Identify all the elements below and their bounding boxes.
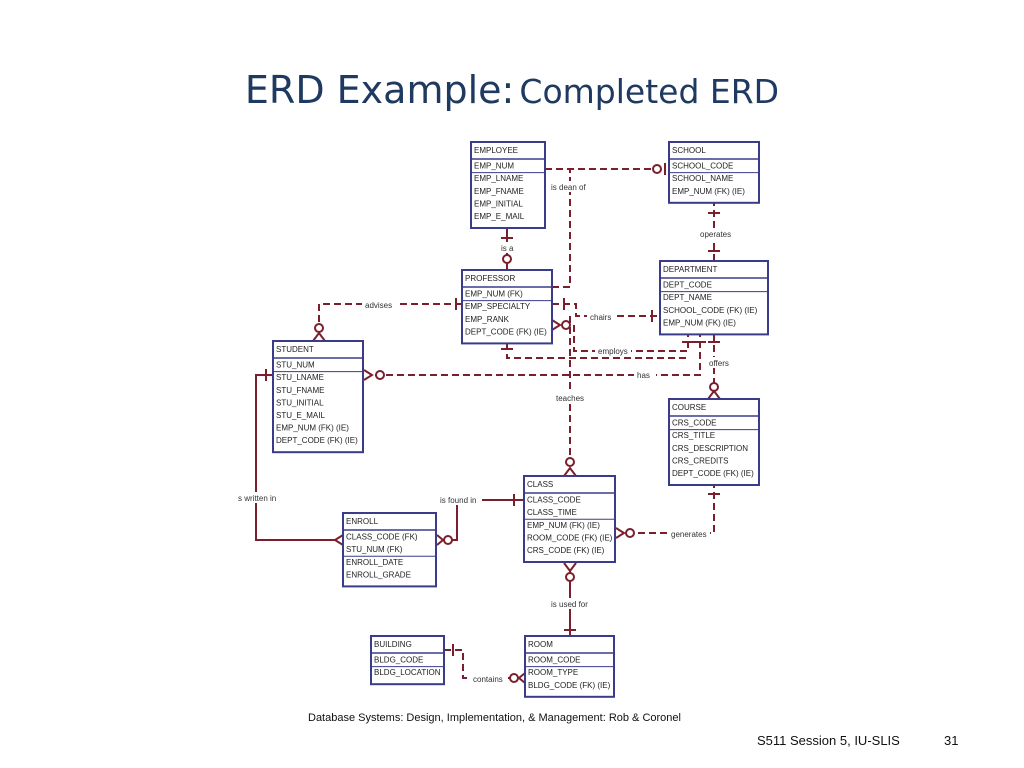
entity-enroll-attr: ENROLL_DATE	[346, 558, 403, 567]
slide-title: ERD Example: Completed ERD	[0, 68, 1024, 112]
entity-building-attr: BLDG_LOCATION	[374, 668, 441, 677]
relationship-labels: is dean of is a operates advises chairs …	[236, 181, 734, 684]
entity-department-name: DEPARTMENT	[663, 265, 717, 274]
entity-room-name: ROOM	[528, 640, 553, 649]
entity-class-attr: EMP_NUM (FK) (IE)	[527, 521, 600, 530]
entity-student: STUDENT STU_NUM STU_LNAME STU_FNAME STU_INIT…	[272, 340, 364, 454]
entity-professor-attr: DEPT_CODE (FK) (IE)	[465, 327, 547, 336]
entity-room: ROOM ROOM_CODE ROOM_TYPE BLDG_CODE (FK) (IE…	[524, 635, 615, 698]
entity-student-name: STUDENT	[276, 345, 314, 354]
entity-class-attr: CLASS_CODE	[527, 496, 581, 505]
entity-building: BUILDING BLDG_CODE BLDG_LOCATION	[370, 635, 445, 686]
slide-title-sub: Completed ERD	[519, 72, 780, 111]
entity-class-attr: CLASS_TIME	[527, 508, 577, 517]
entity-course-attr: DEPT_CODE (FK) (IE)	[672, 469, 754, 478]
footer-source-citation: Database Systems: Design, Implementation…	[308, 712, 681, 724]
entity-room-attr: ROOM_CODE	[528, 656, 580, 665]
entity-course-attr: CRS_CODE	[672, 419, 716, 428]
entity-employee: EMPLOYEE EMP_NUM EMP_LNAME EMP_FNAME EMP_INI…	[470, 141, 546, 229]
page-number: 31	[944, 733, 959, 748]
rel-label-is-a: is a	[501, 244, 514, 253]
entity-school-attr: SCHOOL_NAME	[672, 174, 733, 183]
rel-label-has: has	[637, 371, 650, 380]
entity-professor: PROFESSOR EMP_NUM (FK) EMP_SPECIALTY EMP_RA…	[461, 269, 553, 345]
entity-school-name: SCHOOL	[672, 146, 706, 155]
entity-school-attr: SCHOOL_CODE	[672, 162, 733, 171]
rel-label-is-used-for: is used for	[551, 600, 588, 609]
entity-department-attr: SCHOOL_CODE (FK) (IE)	[663, 306, 758, 315]
entity-class: CLASS CLASS_CODE CLASS_TIME EMP_NUM (FK) (I…	[523, 475, 616, 563]
entity-student-attr: STU_E_MAIL	[276, 411, 325, 420]
entity-enroll-attr: STU_NUM (FK)	[346, 545, 403, 554]
entity-building-attr: BLDG_CODE	[374, 656, 423, 665]
entity-student-attr: STU_LNAME	[276, 373, 324, 382]
entity-professor-attr: EMP_SPECIALTY	[465, 302, 531, 311]
entity-employee-attr: EMP_LNAME	[474, 174, 523, 183]
rel-label-operates: operates	[700, 230, 731, 239]
entity-course-attr: CRS_CREDITS	[672, 456, 728, 465]
entity-professor-name: PROFESSOR	[465, 274, 515, 283]
entity-department-attr: DEPT_NAME	[663, 293, 712, 302]
entity-enroll-attr: CLASS_CODE (FK)	[346, 533, 418, 542]
cardinality-markers	[265, 163, 721, 684]
entity-building-name: BUILDING	[374, 640, 412, 649]
entity-enroll-name: ENROLL	[346, 517, 379, 526]
rel-label-offers: offers	[709, 359, 729, 368]
entity-student-attr: STU_FNAME	[276, 386, 324, 395]
entity-professor-attr: EMP_RANK	[465, 315, 510, 324]
entity-employee-name: EMPLOYEE	[474, 146, 518, 155]
entity-school: SCHOOL SCHOOL_CODE SCHOOL_NAME EMP_NUM (FK)…	[668, 141, 760, 204]
footer-session-label: S511 Session 5, IU-SLIS	[757, 733, 900, 748]
entity-room-attr: ROOM_TYPE	[528, 668, 578, 677]
rel-label-is-found-in: is found in	[440, 496, 476, 505]
entity-course: COURSE CRS_CODE CRS_TITLE CRS_DESCRIPTION CR…	[668, 398, 760, 486]
entity-department-attr: EMP_NUM (FK) (IE)	[663, 318, 736, 327]
entity-department-attr: DEPT_CODE	[663, 281, 712, 290]
entity-employee-attr: EMP_E_MAIL	[474, 212, 525, 221]
rel-label-chairs: chairs	[590, 313, 611, 322]
entity-employee-attr: EMP_NUM	[474, 162, 514, 171]
rel-label-advises: advises	[365, 301, 392, 310]
entity-student-attr: EMP_NUM (FK) (IE)	[276, 424, 349, 433]
entity-employee-attr: EMP_INITIAL	[474, 199, 523, 208]
entity-class-name: CLASS	[527, 480, 553, 489]
slide-title-main: ERD Example:	[244, 68, 515, 112]
rel-label-generates: generates	[671, 530, 707, 539]
entity-class-attr: CRS_CODE (FK) (IE)	[527, 546, 605, 555]
entity-student-attr: STU_INITIAL	[276, 398, 324, 407]
entity-student-attr: STU_NUM	[276, 361, 315, 370]
entity-employee-attr: EMP_FNAME	[474, 187, 524, 196]
entity-course-name: COURSE	[672, 403, 706, 412]
rel-label-teaches: teaches	[556, 394, 584, 403]
rel-label-is-dean-of: is dean of	[551, 183, 586, 192]
entity-course-attr: CRS_TITLE	[672, 431, 715, 440]
entity-enroll: ENROLL CLASS_CODE (FK) STU_NUM (FK) ENROLL_…	[342, 512, 437, 588]
entity-school-attr: EMP_NUM (FK) (IE)	[672, 187, 745, 196]
entity-enroll-attr: ENROLL_GRADE	[346, 570, 411, 579]
rel-label-contains: contains	[473, 675, 503, 684]
entity-class-attr: ROOM_CODE (FK) (IE)	[527, 533, 613, 542]
entity-course-attr: CRS_DESCRIPTION	[672, 444, 748, 453]
rel-label-is-written-in: s written in	[238, 494, 276, 503]
relationship-lines	[255, 168, 715, 679]
rel-label-employs: employs	[598, 347, 628, 356]
entity-department: DEPARTMENT DEPT_CODE DEPT_NAME SCHOOL_CODE …	[659, 260, 769, 336]
entity-room-attr: BLDG_CODE (FK) (IE)	[528, 681, 611, 690]
entities-layer: EMPLOYEE EMP_NUM EMP_LNAME EMP_FNAME EMP_INI…	[272, 141, 769, 698]
entity-professor-attr: EMP_NUM (FK)	[465, 290, 523, 299]
entity-student-attr: DEPT_CODE (FK) (IE)	[276, 436, 358, 445]
